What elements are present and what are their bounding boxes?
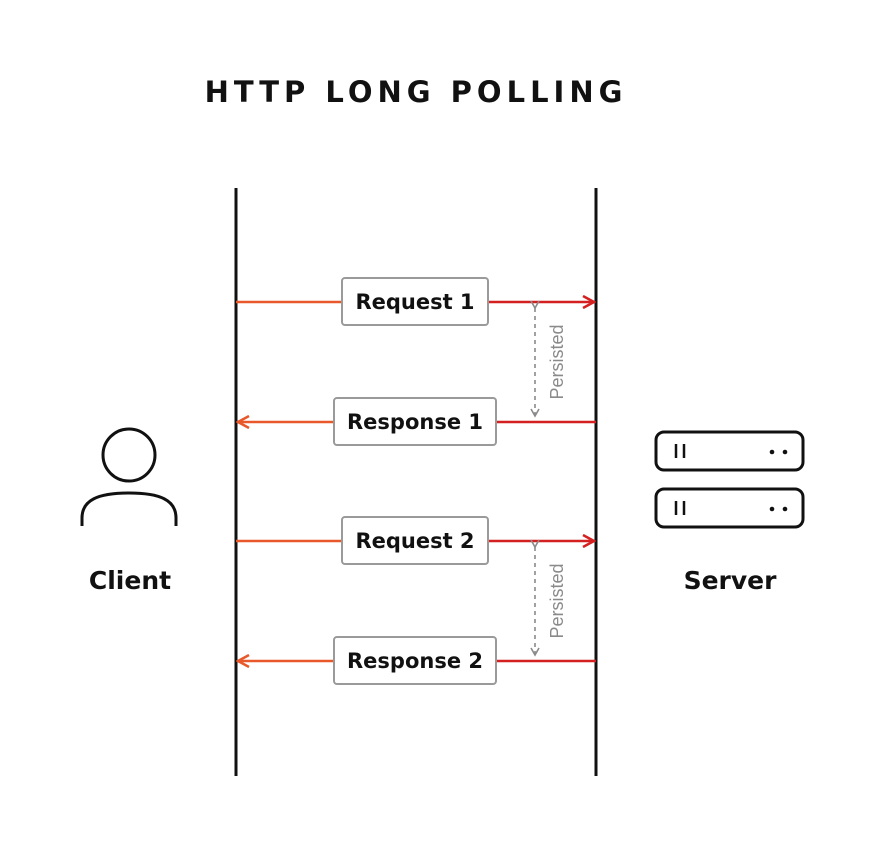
response-1-box — [333, 397, 497, 446]
response-2-label: Response 2 — [347, 649, 483, 673]
response-2-message: Response 2 — [238, 636, 596, 685]
response-1-message: Response 1 — [238, 397, 596, 446]
request-1-label: Request 1 — [355, 290, 474, 314]
server-label: Server — [684, 566, 778, 595]
client-actor: Client — [80, 427, 178, 595]
server-unit-bottom — [654, 487, 805, 529]
persisted-1: Persisted — [530, 300, 567, 418]
persisted-2: Persisted — [530, 539, 567, 657]
persisted-2-label: Persisted — [547, 563, 567, 638]
page-title: HTTP LONG POLLING — [205, 75, 628, 109]
response-2-box — [333, 636, 497, 685]
server-actor: Server — [654, 430, 805, 595]
request-1-message: Request 1 — [236, 277, 594, 326]
response-1-label: Response 1 — [347, 410, 483, 434]
request-2-box — [341, 516, 489, 565]
user-icon — [80, 427, 178, 526]
persisted-1-label: Persisted — [547, 324, 567, 399]
server-unit-top — [654, 430, 805, 472]
request-2-label: Request 2 — [355, 529, 474, 553]
request-1-box — [341, 277, 489, 326]
request-2-message: Request 2 — [236, 516, 594, 565]
server-icon — [654, 430, 805, 529]
client-label: Client — [89, 566, 171, 595]
